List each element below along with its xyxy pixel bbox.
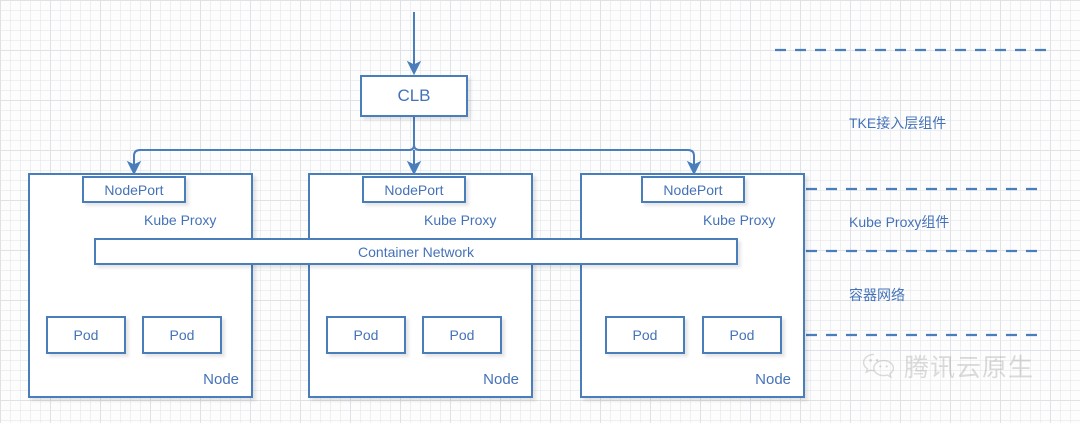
pod-label-2: Pod (169, 327, 195, 343)
node-box-2[interactable]: Node (308, 173, 533, 398)
node-box-1[interactable]: Node (28, 173, 253, 398)
clb-box[interactable]: CLB (360, 75, 468, 117)
layer-annotation-tke: TKE接入层组件 (849, 115, 947, 131)
clb-label: CLB (397, 86, 431, 105)
pod-box-6[interactable]: Pod (702, 316, 782, 354)
pod-box-5[interactable]: Pod (605, 316, 685, 354)
pod-label-4: Pod (449, 327, 475, 343)
container-network-label: Container Network (358, 243, 474, 260)
pod-label-6: Pod (729, 327, 755, 343)
watermark: 腾讯云原生 (862, 348, 1034, 384)
nodeport-box-1[interactable]: NodePort (82, 176, 186, 203)
layer-annotation-kube-proxy: Kube Proxy组件 (849, 214, 950, 230)
pod-label-1: Pod (73, 327, 99, 343)
wechat-icon (862, 353, 895, 378)
pod-box-3[interactable]: Pod (326, 316, 406, 354)
node-box-3[interactable]: Node (580, 173, 805, 398)
pod-box-4[interactable]: Pod (422, 316, 502, 354)
clb-to-nodeport-1 (126, 133, 415, 176)
clb-to-nodeport-3 (413, 133, 702, 176)
kube-proxy-label-2: Kube Proxy (424, 212, 497, 228)
pod-box-1[interactable]: Pod (46, 316, 126, 354)
container-network-box[interactable]: Container Network (94, 238, 738, 265)
pod-label-3: Pod (353, 327, 379, 343)
nodeport-box-3[interactable]: NodePort (641, 176, 745, 203)
node-label-1: Node (203, 371, 239, 388)
kube-proxy-label-1: Kube Proxy (144, 212, 217, 228)
nodeport-label-2: NodePort (384, 181, 444, 198)
pod-label-5: Pod (632, 327, 658, 343)
pod-box-2[interactable]: Pod (142, 316, 222, 354)
watermark-text: 腾讯云原生 (904, 354, 1035, 382)
layer-annotation-container-network: 容器网络 (849, 287, 905, 303)
kube-proxy-label-3: Kube Proxy (703, 212, 776, 228)
nodeport-box-2[interactable]: NodePort (362, 176, 466, 203)
nodeport-label-1: NodePort (104, 181, 164, 198)
nodeport-label-3: NodePort (663, 181, 723, 198)
node-label-3: Node (755, 371, 791, 388)
node-label-2: Node (483, 371, 519, 388)
